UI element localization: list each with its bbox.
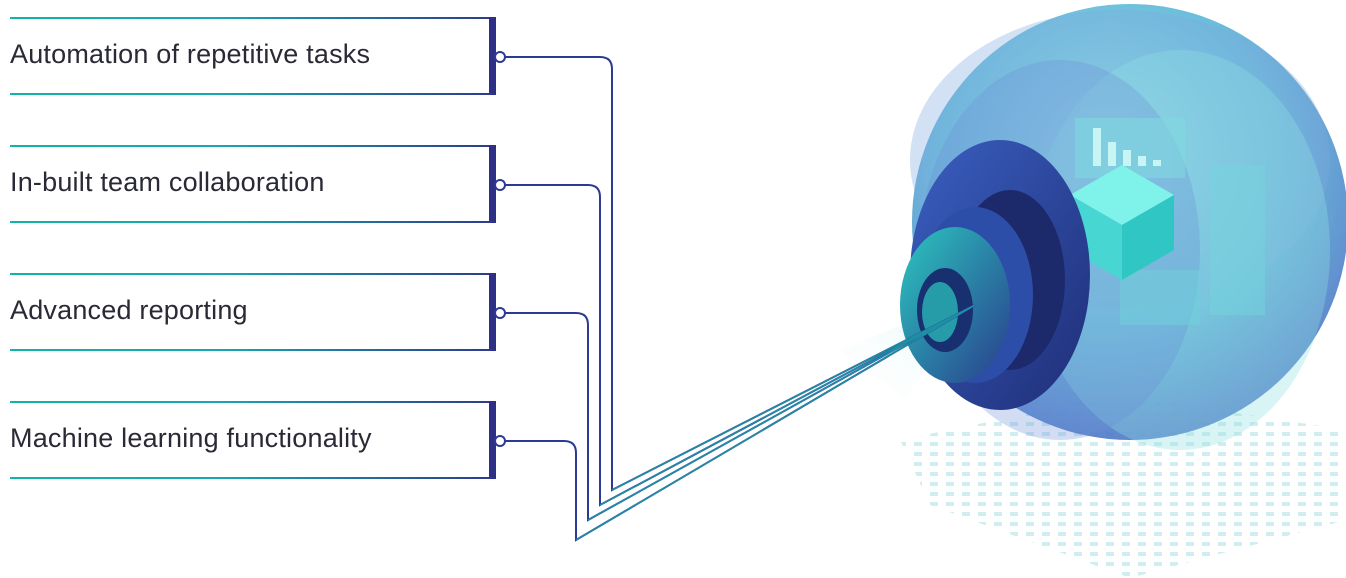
panel xyxy=(1210,165,1265,315)
accent-bar xyxy=(489,273,496,351)
feature-label: Advanced reporting xyxy=(10,295,248,325)
accent-bar xyxy=(489,145,496,223)
connector-node xyxy=(494,307,506,319)
divider xyxy=(10,477,492,479)
feature-box-automation: Automation of repetitive tasks xyxy=(10,17,496,95)
feature-label: In-built team collaboration xyxy=(10,167,325,197)
beam-strands xyxy=(575,304,976,541)
cube-icon xyxy=(1070,165,1174,280)
divider xyxy=(10,401,492,403)
connector-node xyxy=(494,51,506,63)
divider xyxy=(10,93,492,95)
divider xyxy=(10,17,492,19)
feature-box-machine-learning: Machine learning functionality xyxy=(10,401,496,479)
feature-label: Automation of repetitive tasks xyxy=(10,39,371,69)
panel xyxy=(1120,270,1200,325)
bar-chart-panel-icon xyxy=(1075,118,1185,178)
divider xyxy=(10,145,492,147)
feature-label: Machine learning functionality xyxy=(10,423,372,453)
accent-bar xyxy=(489,17,496,95)
accent-bar xyxy=(489,401,496,479)
connector-node xyxy=(494,179,506,191)
divider xyxy=(10,273,492,275)
feature-box-reporting: Advanced reporting xyxy=(10,273,496,351)
connector-reporting xyxy=(500,304,976,522)
connector-machine-learning xyxy=(500,304,976,542)
connector-node xyxy=(494,435,506,447)
connector-collaboration xyxy=(500,184,976,507)
connector-automation xyxy=(500,56,976,492)
feature-box-collaboration: In-built team collaboration xyxy=(10,145,496,223)
floor-grid xyxy=(900,395,1346,578)
divider xyxy=(10,349,492,351)
divider xyxy=(10,221,492,223)
